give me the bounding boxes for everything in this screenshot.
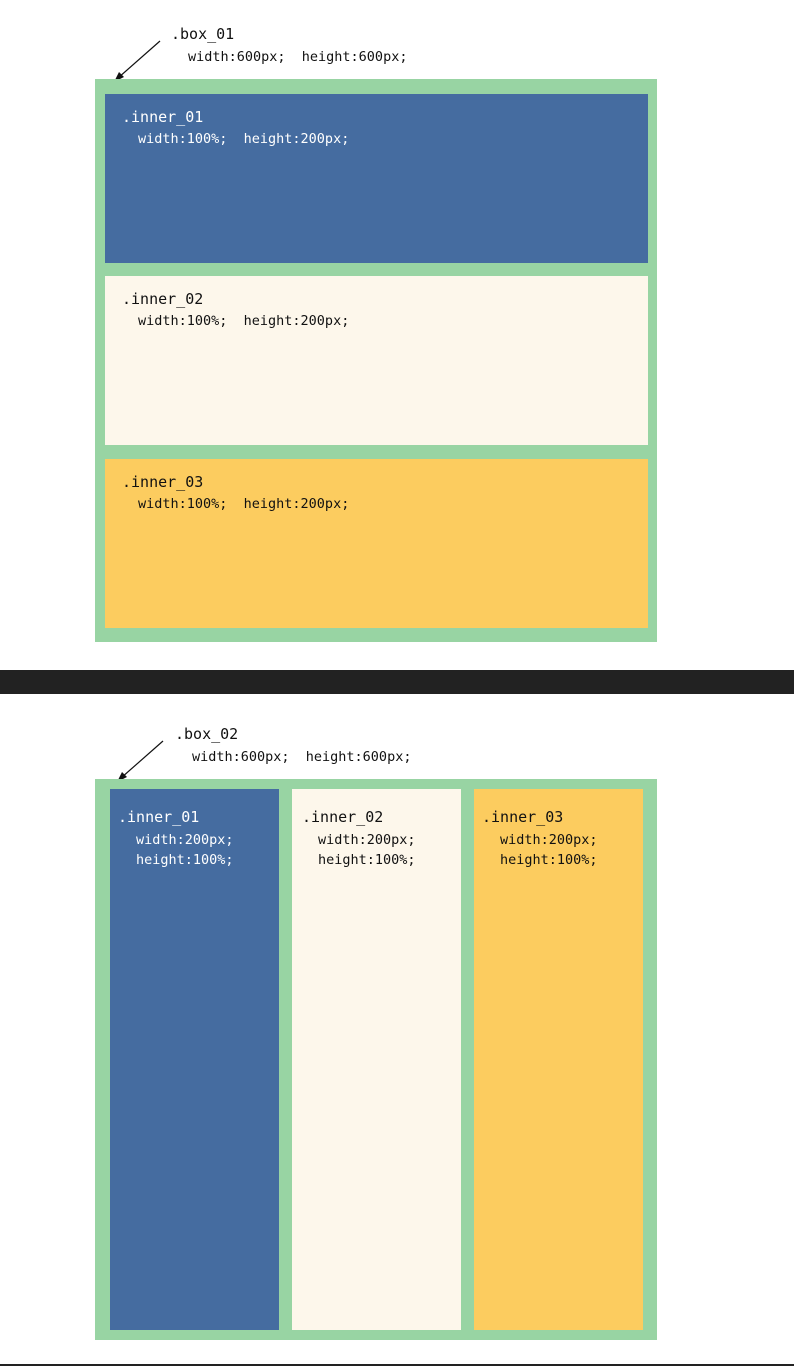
box-01-inner-02: .inner_02 width:100%; height:200px; [105, 276, 648, 445]
box-02-name: .box_02 [175, 725, 239, 743]
bottom-rule [0, 1364, 794, 1366]
box-01: .inner_01 width:100%; height:200px; .inn… [95, 79, 657, 642]
divider-bar [0, 670, 794, 694]
inner-02-spec: width:100%; height:200px; [138, 313, 350, 329]
inner-02-spec-width: width:200px; [318, 832, 416, 848]
inner-01-name: .inner_01 [122, 108, 204, 126]
box-01-spec: width:600px; height:600px; [188, 49, 408, 65]
box-02-spec: width:600px; height:600px; [192, 749, 412, 765]
box-01-inner-01: .inner_01 width:100%; height:200px; [105, 94, 648, 263]
box-02: .inner_01 width:200px; height:100%; .inn… [95, 779, 657, 1340]
inner-01-name: .inner_01 [118, 808, 200, 826]
box-02-inner-03: .inner_03 width:200px; height:100%; [474, 789, 643, 1330]
inner-02-name: .inner_02 [302, 808, 384, 826]
inner-01-spec-height: height:100%; [136, 852, 234, 868]
inner-01-spec: width:100%; height:200px; [138, 131, 350, 147]
box-01-inner-03: .inner_03 width:100%; height:200px; [105, 459, 648, 628]
inner-03-spec-height: height:100%; [500, 852, 598, 868]
inner-03-name: .inner_03 [122, 473, 204, 491]
box-02-inner-02: .inner_02 width:200px; height:100%; [292, 789, 461, 1330]
inner-02-spec-height: height:100%; [318, 852, 416, 868]
inner-03-spec: width:100%; height:200px; [138, 496, 350, 512]
inner-03-spec-width: width:200px; [500, 832, 598, 848]
inner-02-name: .inner_02 [122, 290, 204, 308]
inner-03-name: .inner_03 [482, 808, 564, 826]
box-01-name: .box_01 [171, 25, 235, 43]
box-02-inner-01: .inner_01 width:200px; height:100%; [110, 789, 279, 1330]
inner-01-spec-width: width:200px; [136, 832, 234, 848]
